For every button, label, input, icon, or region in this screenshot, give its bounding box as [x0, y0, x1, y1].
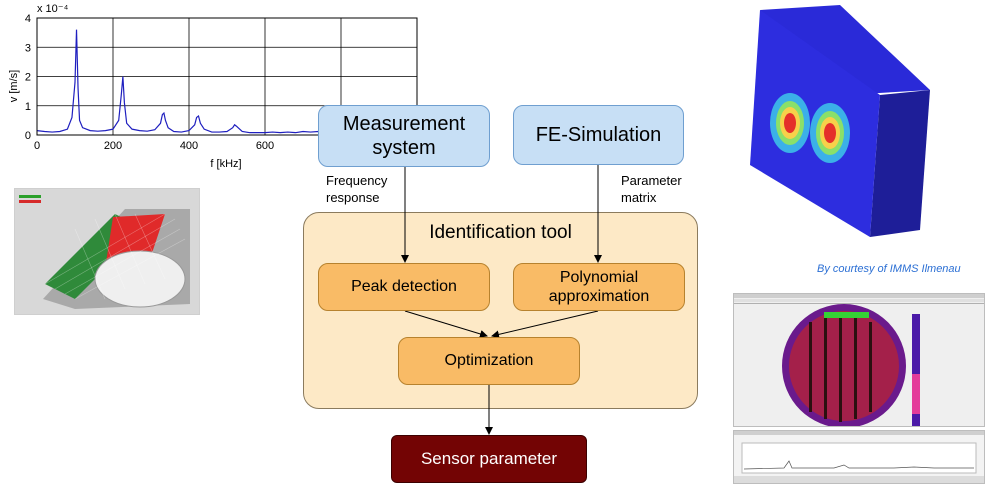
- y-axis-label: v [m/s]: [8, 70, 20, 102]
- y-exponent-label: x 10⁻⁴: [37, 3, 69, 15]
- y-tick-label: 1: [25, 101, 31, 113]
- fe-simulation-label: FE-Simulation: [535, 124, 662, 146]
- y-tick-label: 0: [25, 130, 31, 142]
- y-tick-labels: 0 1 2 3 4: [25, 13, 31, 142]
- x-tick-label: 0: [34, 140, 40, 152]
- x-tick-label: 400: [180, 140, 198, 152]
- parameter-label-line-2: matrix: [621, 189, 657, 205]
- chart-grid: [37, 18, 417, 135]
- optimization-box: Optimization: [398, 337, 580, 385]
- polynomial-approximation-box: Polynomial approximation: [513, 263, 685, 311]
- frequency-series-line: [36, 29, 341, 134]
- optimization-label: Optimization: [444, 352, 534, 370]
- courtesy-text: By courtesy of IMMS Ilmenau: [817, 263, 961, 275]
- y-tick-label: 4: [25, 13, 31, 25]
- frequency-label-line-2: response: [326, 189, 380, 205]
- sensor-parameter-label: Sensor parameter: [420, 448, 558, 468]
- spectrum-screenshot: [733, 430, 985, 484]
- fe-simulation-image: [745, 5, 935, 240]
- x-axis-label: f [kHz]: [210, 158, 241, 170]
- arrow-peak-to-optimization: [404, 310, 488, 338]
- measurement-system-label: Measurement system: [342, 113, 466, 159]
- identification-tool-title: Identification tool: [429, 222, 572, 243]
- arrow-poly-to-optimization: [491, 310, 599, 339]
- fe-simulation-box: FE-Simulation: [513, 105, 684, 165]
- frequency-response-label: Frequency response: [326, 173, 387, 207]
- polynomial-approximation-label: Polynomial approximation: [548, 268, 650, 305]
- wafer-map-screenshot: [733, 293, 985, 427]
- sensor-parameter-box: Sensor parameter: [391, 435, 587, 483]
- mesh-simulation-image: [14, 188, 200, 315]
- x-tick-labels: 0 200 400 600: [34, 140, 274, 152]
- frequency-label-line-1: Frequency: [326, 173, 388, 188]
- chart-frame: [36, 17, 418, 136]
- frequency-chart: 0 1 2 3 4 0 200 400 600 x 10⁻⁴ v [m/s] f [kHz]: [8, 3, 418, 170]
- x-tick-label: 600: [256, 140, 274, 152]
- y-tick-label: 2: [25, 72, 31, 84]
- peak-detection-label: Peak detection: [351, 278, 457, 296]
- y-tick-label: 3: [25, 42, 31, 54]
- x-tick-label: 200: [104, 140, 122, 152]
- peak-detection-box: Peak detection: [318, 263, 490, 311]
- parameter-label-line-1: Parameter: [621, 173, 682, 188]
- measurement-system-box: Measurement system: [318, 105, 490, 167]
- parameter-matrix-label: Parameter matrix: [621, 173, 682, 207]
